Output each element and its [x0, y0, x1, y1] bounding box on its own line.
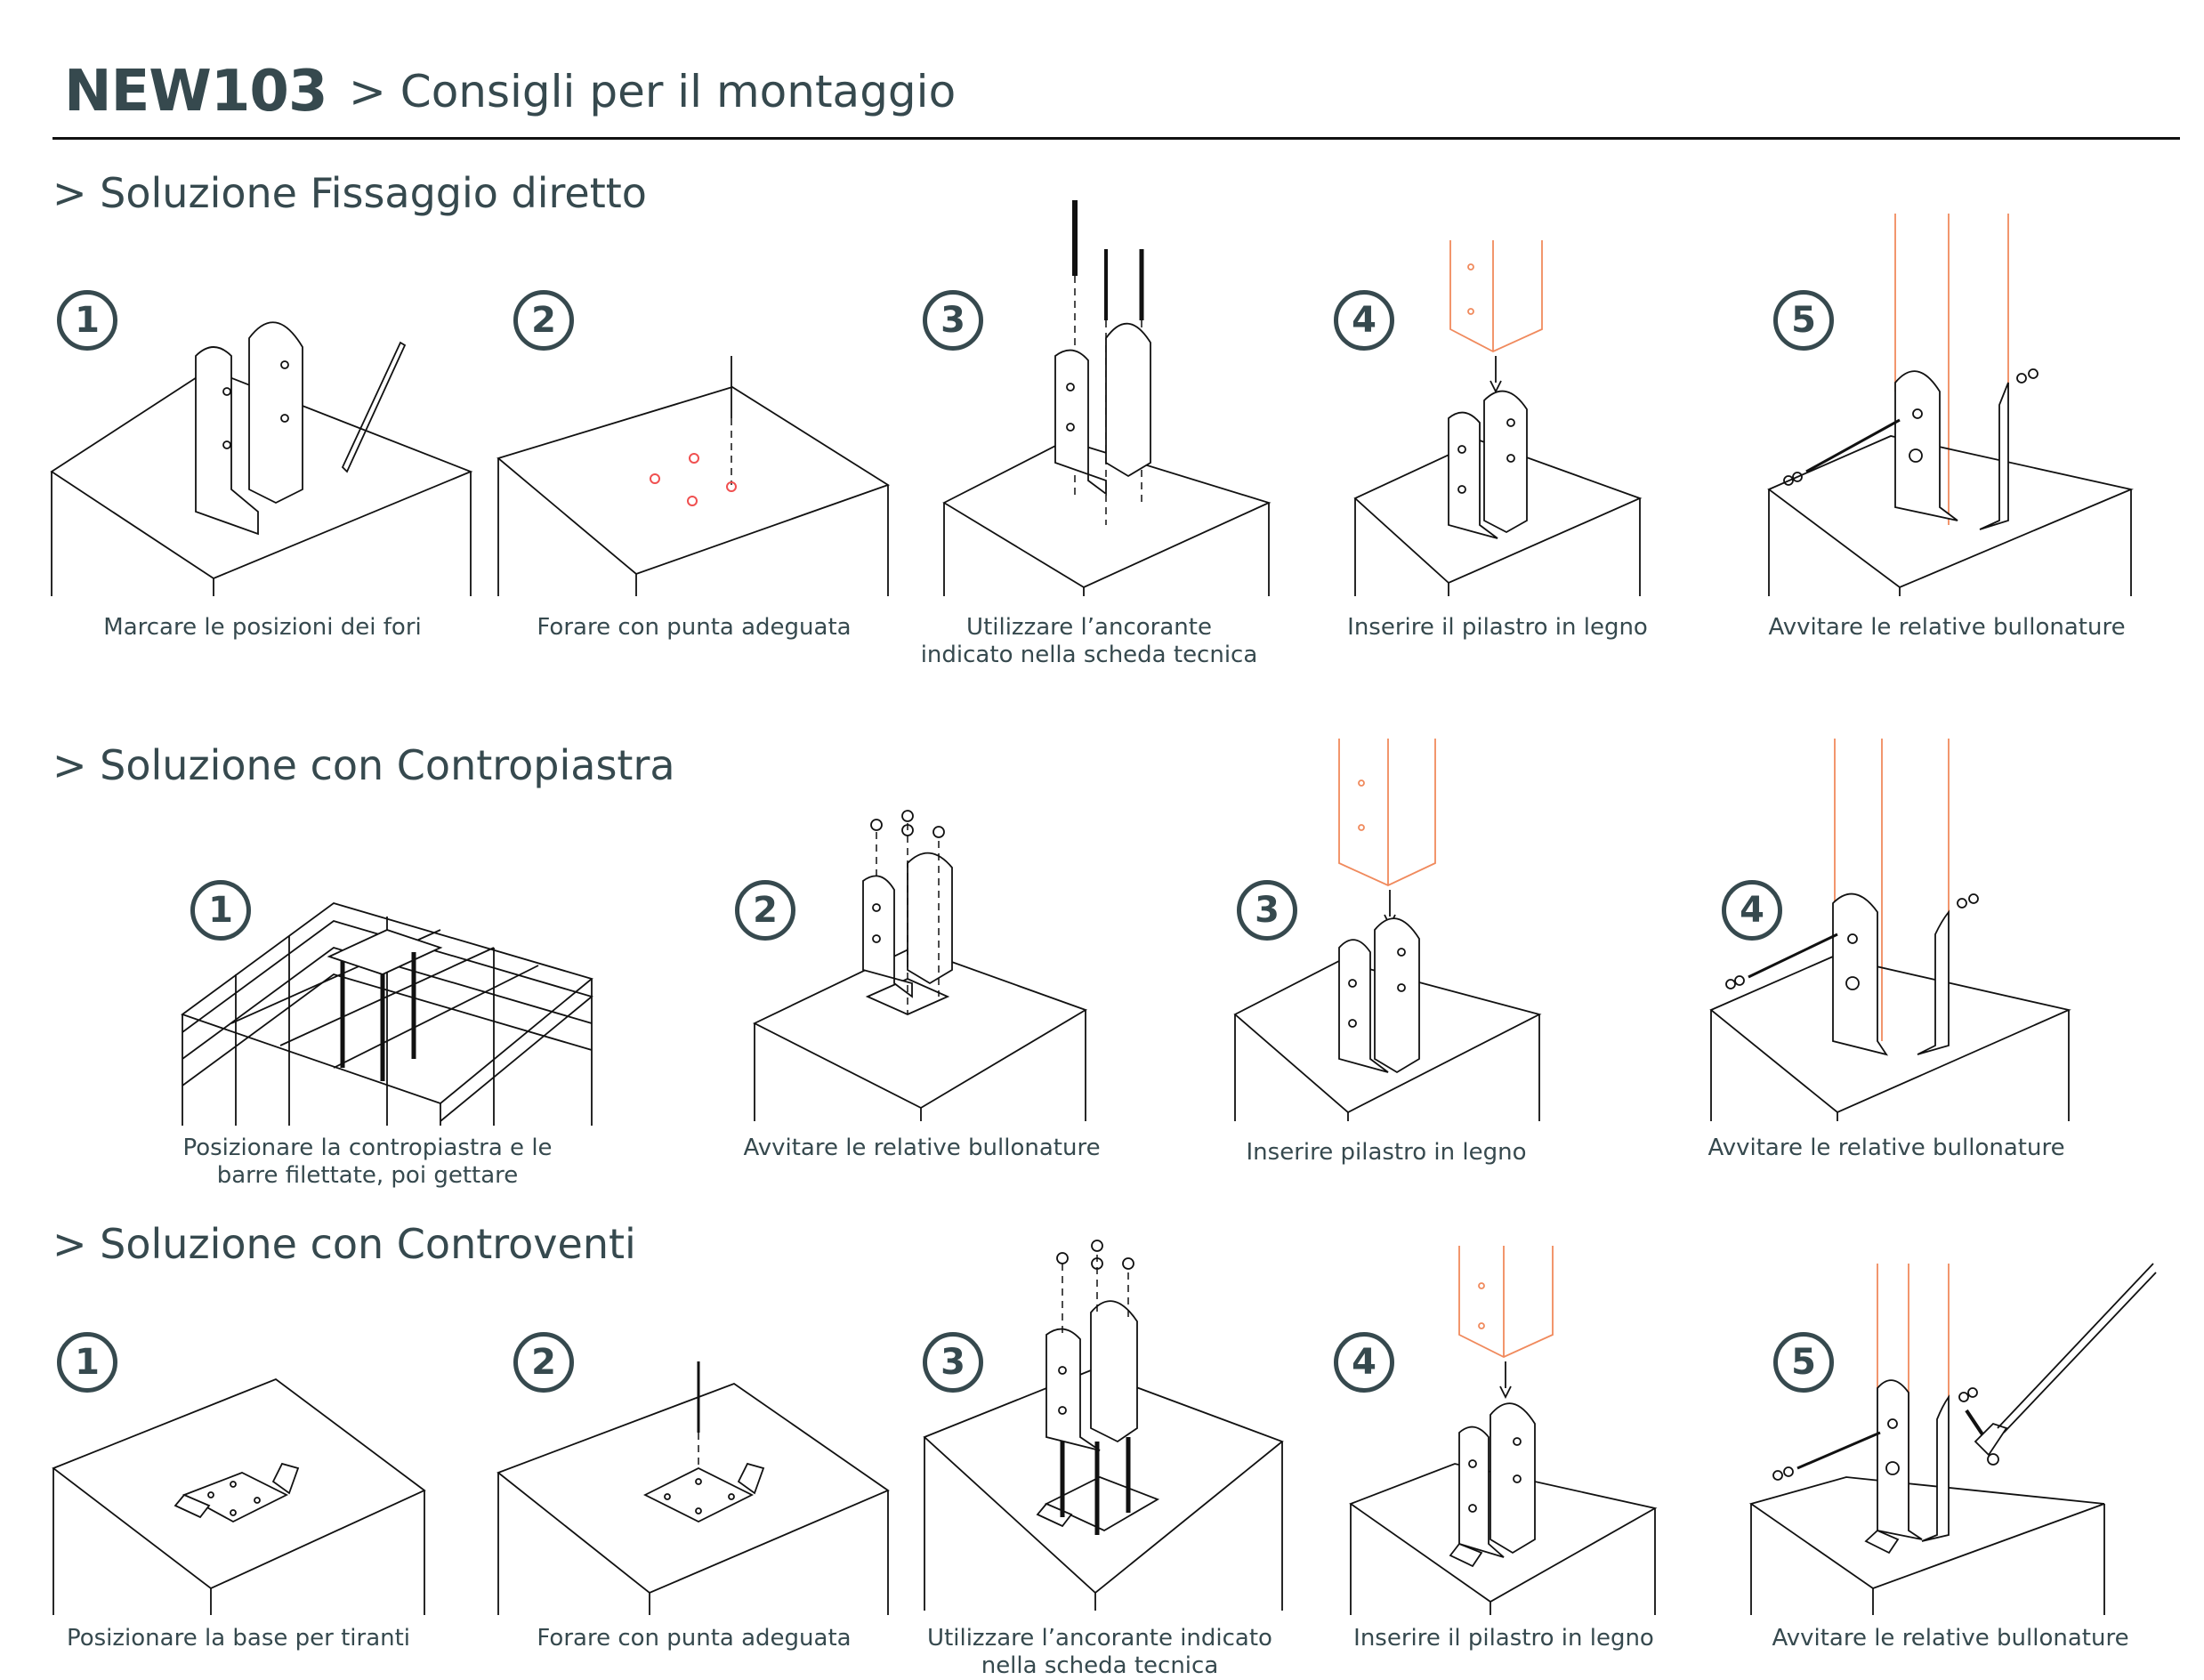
- step-number-badge: 4: [1334, 290, 1394, 351]
- illustration-bolts: [1767, 214, 2134, 596]
- section-title: > Soluzione Fissaggio diretto: [52, 169, 647, 217]
- step-number-badge: 3: [923, 1332, 983, 1393]
- product-code: NEW103: [64, 59, 327, 125]
- step-number-badge: 4: [1722, 880, 1782, 941]
- step-caption: Inserire il pilastro in legno: [1353, 1625, 1654, 1652]
- step-number-badge: 2: [513, 290, 574, 351]
- step-number-badge: 2: [735, 880, 795, 941]
- illustration-insert-post: [1233, 739, 1542, 1121]
- illustration-bolts: [1709, 739, 2071, 1121]
- step-number-badge: 3: [923, 290, 983, 351]
- step-caption: Inserire pilastro in legno: [1246, 1139, 1527, 1166]
- illustration-bolts-brace: [1748, 1263, 2157, 1615]
- step-caption: Forare con punta adeguata: [537, 614, 852, 641]
- illustration-counterplate-bolts: [752, 810, 1088, 1121]
- illustration-insert-post: [1349, 1246, 1658, 1615]
- step-caption: Avvitare le relative bullonature: [743, 1135, 1101, 1161]
- step-caption: Avvitare le relative bullonature: [1768, 614, 2126, 641]
- illustration-insert-post: [1353, 240, 1643, 596]
- illustration-drill-holes: [497, 356, 891, 596]
- illustration-mark-holes: [50, 321, 473, 596]
- step-caption: Avvitare le relative bullonature: [1772, 1625, 2129, 1652]
- step-number-badge: 5: [1773, 1332, 1834, 1393]
- step-number-badge: 1: [57, 1332, 117, 1393]
- step-number-badge: 2: [513, 1332, 574, 1393]
- illustration-anchors-brace: [923, 1240, 1284, 1611]
- illustration-brace-base: [52, 1377, 426, 1615]
- step-caption: Posizionare la base per tiranti: [66, 1625, 411, 1652]
- step-number-badge: 1: [190, 880, 251, 941]
- step-caption: Marcare le posizioni dei fori: [103, 614, 422, 641]
- step-caption: Inserire il pilastro in legno: [1347, 614, 1648, 641]
- illustration-drill-brace: [497, 1361, 890, 1615]
- header-divider: [52, 137, 2180, 140]
- step-number-badge: 1: [57, 290, 117, 351]
- page-subtitle: > Consigli per il montaggio: [349, 66, 957, 117]
- step-number-badge: 3: [1237, 880, 1297, 941]
- illustration-rebar-cage: [181, 902, 593, 1126]
- section-title: > Soluzione con Contropiastra: [52, 741, 675, 789]
- step-number-badge: 5: [1773, 290, 1834, 351]
- step-caption: Forare con punta adeguata: [537, 1625, 852, 1652]
- step-caption: Avvitare le relative bullonature: [1707, 1135, 2065, 1161]
- section-title: > Soluzione con Controventi: [52, 1220, 636, 1268]
- illustration-anchors: [942, 200, 1272, 596]
- step-number-badge: 4: [1334, 1332, 1394, 1393]
